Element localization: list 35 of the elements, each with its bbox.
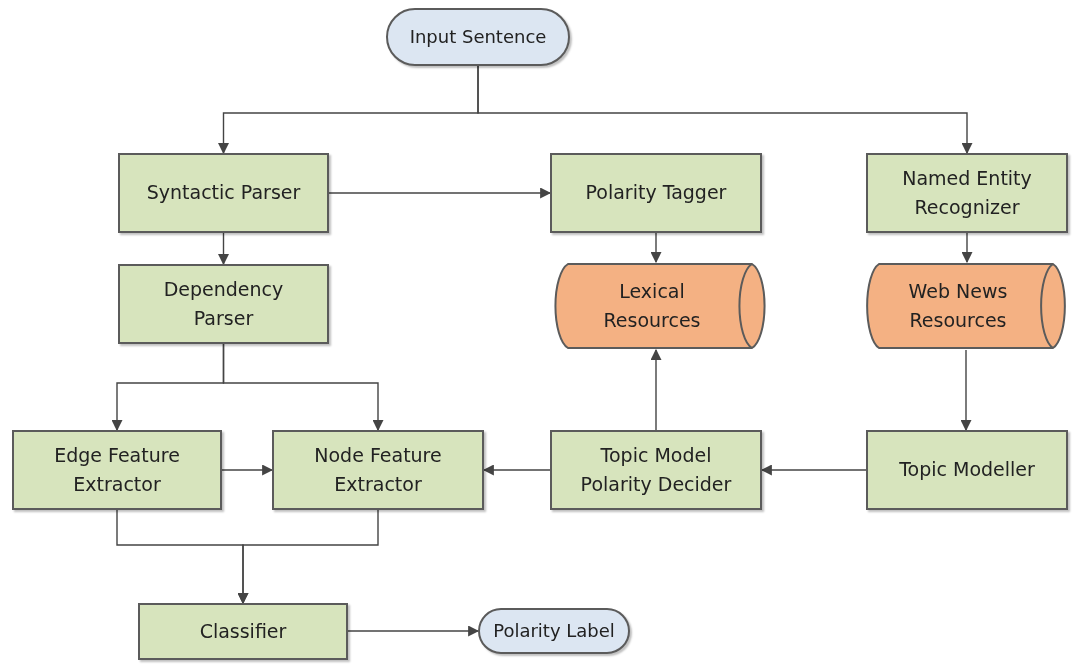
process-box: [12, 430, 222, 510]
arrow: [237, 509, 379, 605]
process-box: [118, 153, 329, 233]
arrow: [650, 348, 662, 431]
process-box: [550, 153, 762, 233]
process-box: [138, 603, 348, 660]
arrow: [650, 232, 662, 264]
node-label: Topic Model Polarity Decider: [579, 442, 733, 497]
node-label: Syntactic Parser: [146, 180, 301, 206]
node-label: Lexical Resources: [602, 278, 702, 333]
arrow: [221, 464, 274, 476]
process-box: [550, 430, 762, 510]
process-box: [866, 153, 1068, 233]
arrow: [328, 187, 552, 199]
node-label: Input Sentence: [409, 25, 547, 50]
arrow: [961, 232, 973, 264]
terminal-node: [386, 8, 570, 66]
node-label: Polarity Label: [493, 619, 615, 644]
process-box: [118, 264, 329, 344]
node-label: Polarity Tagger: [585, 180, 727, 206]
arrow: [477, 65, 973, 155]
arrow: [222, 343, 384, 432]
node-label: Web News Resources: [907, 278, 1009, 333]
node-label: Topic Modeller: [899, 457, 1035, 483]
node-label: Node Feature Extractor: [313, 442, 443, 497]
arrow: [218, 232, 229, 266]
arrow: [960, 349, 972, 432]
process-box: [272, 430, 484, 510]
terminal-node: [478, 608, 630, 654]
node-label: Named Entity Recognizer: [901, 165, 1033, 220]
node-label: Classifier: [199, 618, 287, 644]
process-box: [866, 430, 1068, 510]
node-label: Edge Feature Extractor: [53, 442, 181, 497]
node-label: Dependency Parser: [162, 276, 285, 331]
arrow: [347, 625, 480, 637]
